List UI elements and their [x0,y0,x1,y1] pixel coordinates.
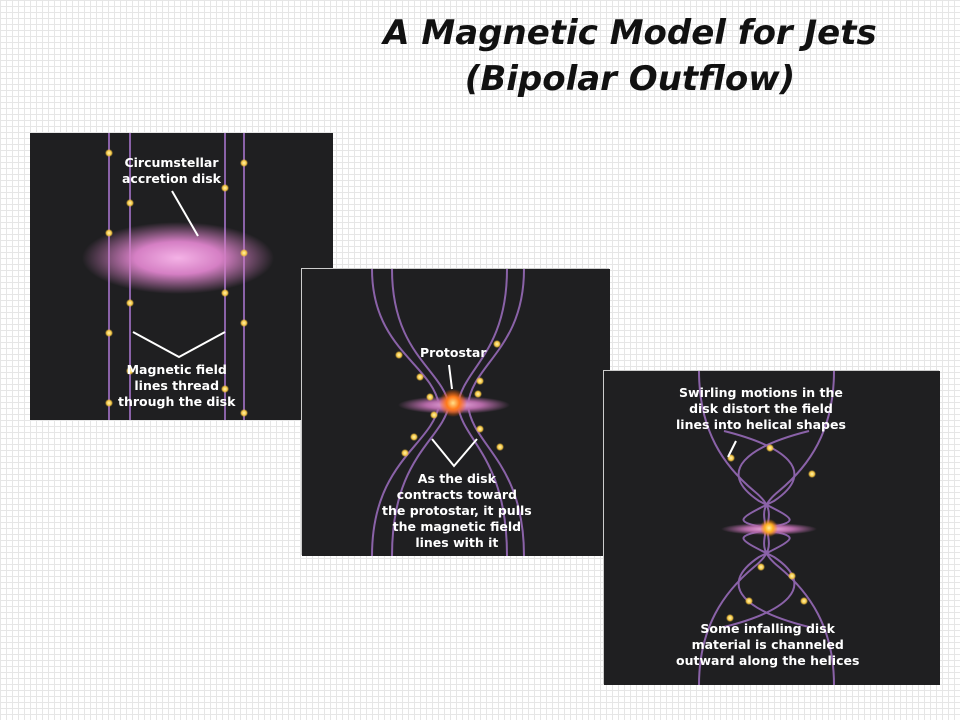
particles [726,444,816,622]
panel-2-illustration [371,269,525,556]
panel-accretion-disk: Circumstellar accretion disk Magnetic fi… [30,133,333,420]
pointer-lines [431,364,478,468]
panel-3-illustration [698,371,835,685]
panel-1-illustration [82,133,274,420]
label-disk-contracts: As the disk contracts toward the protost… [382,471,532,550]
pointer-line [727,440,737,458]
label-accretion-disk: Circumstellar accretion disk [122,155,221,186]
panel-helical-field: Swirling motions in the disk distort the… [604,371,940,685]
label-protostar: Protostar [420,345,487,360]
protostar [439,389,467,417]
accretion-disk [82,222,274,294]
protostar [760,519,778,537]
label-infalling-material: Some infalling disk material is channele… [676,621,860,668]
panel-disk-contracts: Protostar As the disk contracts toward t… [302,269,610,556]
pointer-lines [132,190,226,359]
label-field-lines-thread: Magnetic field lines thread through the … [118,362,236,409]
slide-title-line-2: (Bipolar Outflow) [464,59,796,99]
slide-title: A Magnetic Model for Jets (Bipolar Outfl… [300,10,960,102]
particles [395,340,504,457]
particles [105,149,248,417]
label-swirling-motions: Swirling motions in the disk distort the… [676,385,846,432]
slide-title-line-1: A Magnetic Model for Jets [383,13,877,53]
